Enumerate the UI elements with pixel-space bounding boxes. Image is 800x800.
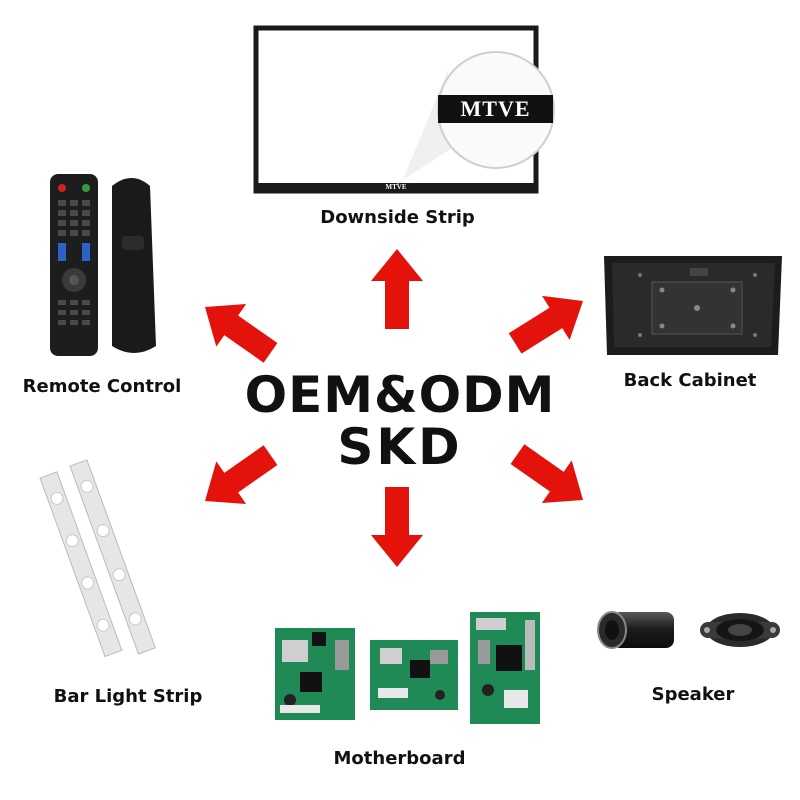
label-speaker: Speaker — [651, 684, 735, 705]
center-title-line2: SKD — [337, 418, 463, 476]
motherboard-image — [275, 612, 540, 724]
label-bar-light-strip: Bar Light Strip — [53, 686, 203, 707]
label-back-cabinet: Back Cabinet — [623, 370, 757, 391]
label-downside-strip: Downside Strip — [320, 207, 475, 228]
arrow-up-left-icon — [190, 285, 286, 375]
arrow-down-icon — [371, 487, 423, 567]
arrow-up-right-icon — [501, 278, 597, 366]
bar-light-strip-image — [39, 459, 156, 658]
label-motherboard: Motherboard — [333, 748, 466, 769]
brand-logo-large: MTVE — [460, 96, 531, 121]
arrow-up-icon — [371, 249, 423, 329]
tv-downside-strip-image — [253, 25, 555, 194]
remote-control-image — [50, 174, 156, 356]
back-cabinet-image — [604, 256, 782, 355]
brand-logo-small: MTVE — [385, 183, 407, 191]
center-title-line1: OEM&ODM — [244, 366, 556, 424]
speaker-image — [597, 611, 780, 649]
label-remote-control: Remote Control — [22, 376, 182, 397]
